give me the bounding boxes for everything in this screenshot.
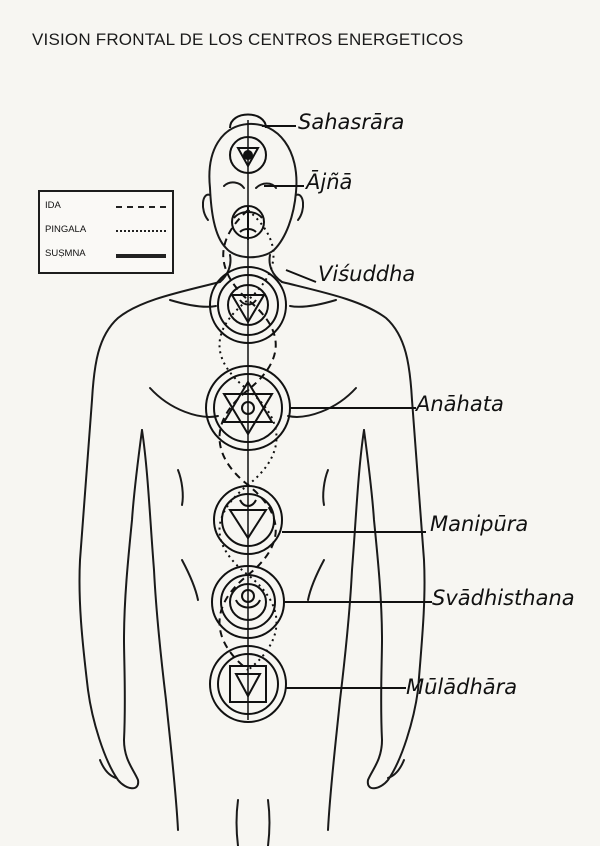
legend-swatch-pingala <box>116 230 166 232</box>
legend-swatch-ida <box>116 206 166 208</box>
label-sahasrara: Sahasrāra <box>298 110 404 134</box>
legend-label-pingala: PINGALA <box>45 224 86 235</box>
label-muladhara: Mūlādhāra <box>406 675 517 699</box>
legend-box: IDA PINGALA SUṢMNA <box>38 190 174 274</box>
label-ajna: Ājñā <box>306 170 352 194</box>
legend-label-susmna: SUṢMNA <box>45 248 86 259</box>
legend-swatch-susmna <box>116 254 166 258</box>
visuddha-pointer <box>286 270 316 282</box>
legend-row-ida: IDA <box>45 198 166 214</box>
label-manipura: Manipūra <box>430 512 528 536</box>
legend-row-susmna: SUṢMNA <box>45 246 166 262</box>
legend-row-pingala: PINGALA <box>45 222 166 238</box>
label-anahata: Anāhata <box>416 392 504 416</box>
label-svadhisthana: Svādhisthana <box>432 586 575 610</box>
label-visuddha: Viśuddha <box>318 262 415 286</box>
legend-label-ida: IDA <box>45 200 61 211</box>
